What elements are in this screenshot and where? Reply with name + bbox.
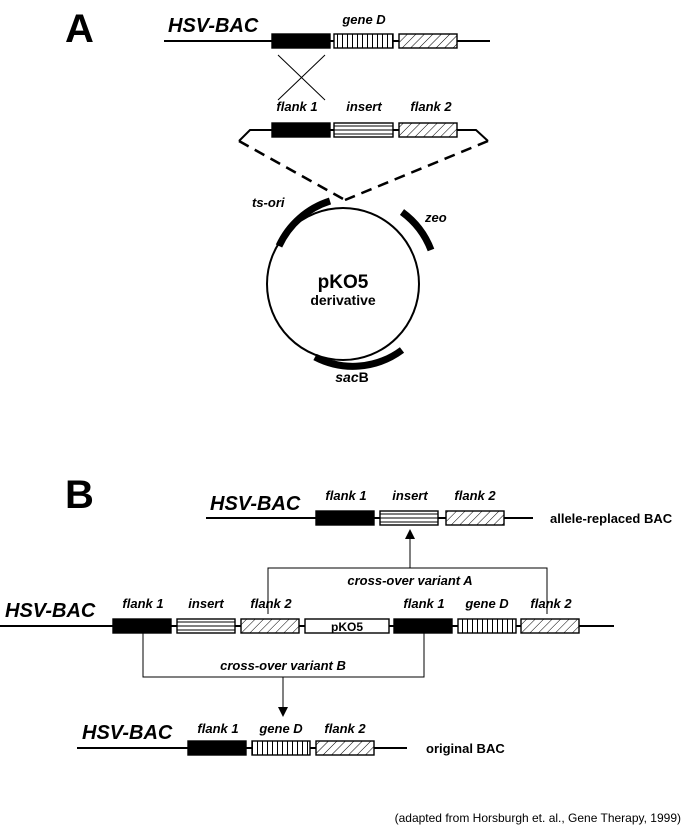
crossover-a-bracket	[267, 567, 548, 614]
original-bac-label: original BAC	[426, 741, 505, 756]
dashed-line-left	[238, 139, 346, 202]
gene-d-label-mid: gene D	[464, 596, 509, 611]
gene-d-box-bottom	[251, 740, 311, 756]
hsv-bac-label-top: HSV-BAC	[210, 493, 301, 515]
hsv-bac-label-a: HSV-BAC	[168, 15, 259, 37]
flank2-box-top	[445, 510, 505, 526]
panel-a: A HSV-BAC gene D flank 1 insert flank 2 …	[65, 7, 490, 385]
flank2-box-mid	[240, 618, 300, 634]
flank1-label-bottom: flank 1	[197, 721, 238, 736]
panel-a-label: A	[65, 7, 94, 51]
insert-label-a: insert	[346, 99, 382, 114]
flank1b-label-mid: flank 1	[403, 596, 444, 611]
citation-text: (adapted from Horsburgh et. al., Gene Th…	[395, 811, 681, 825]
sacb-arc	[313, 347, 405, 370]
plasmid-sub: derivative	[310, 292, 376, 308]
flank2-label-top: flank 2	[454, 488, 496, 503]
flank1-label-a: flank 1	[276, 99, 317, 114]
gene-d-label-a: gene D	[341, 12, 386, 27]
crossover-b-label: cross-over variant B	[220, 658, 346, 673]
flank2-label-a: flank 2	[410, 99, 452, 114]
panel-b-label: B	[65, 473, 94, 517]
insert-box-mid	[176, 618, 236, 634]
ts-ori-label: ts-ori	[252, 195, 285, 210]
panel-b: B HSV-BAC flank 1 insert flank 2 allele-…	[0, 473, 673, 756]
flank1-box-bottom	[187, 740, 247, 756]
flank1-box-construct	[271, 122, 331, 138]
flank2b-box-mid	[520, 618, 580, 634]
flank1b-box-mid	[393, 618, 453, 634]
insert-box-construct	[333, 122, 394, 138]
ts-ori-arc	[275, 197, 332, 248]
crossover-line-2	[277, 54, 326, 101]
hsv-bac-label-mid: HSV-BAC	[5, 600, 96, 622]
flank2-box-construct	[398, 122, 458, 138]
plasmid-circle	[266, 207, 420, 361]
flank1-box-a	[271, 33, 331, 49]
flank2-box-bottom	[315, 740, 375, 756]
flank1-label-mid: flank 1	[122, 596, 163, 611]
insert-box-top	[379, 510, 439, 526]
gene-d-box-mid	[457, 618, 517, 634]
hsv-bac-label-bottom: HSV-BAC	[82, 722, 173, 744]
allele-replaced-label: allele-replaced BAC	[550, 511, 673, 526]
zeo-arc	[399, 209, 435, 252]
crossover-a-label: cross-over variant A	[347, 573, 472, 588]
insert-label-mid: insert	[188, 596, 224, 611]
sacb-label: sacB	[335, 369, 368, 385]
gene-d-box-a	[333, 33, 394, 49]
sacb-plain: B	[359, 369, 369, 385]
flank2b-label-mid: flank 2	[530, 596, 572, 611]
sacb-italic: sac	[335, 369, 359, 385]
plasmid-name: pKO5	[318, 272, 369, 293]
flank1-box-mid	[112, 618, 172, 634]
flank1-label-top: flank 1	[325, 488, 366, 503]
flank2-label-bottom: flank 2	[324, 721, 366, 736]
flank2-box-a	[398, 33, 458, 49]
insert-label-top: insert	[392, 488, 428, 503]
flank2-label-mid: flank 2	[250, 596, 292, 611]
pko5-box-mid	[304, 618, 390, 634]
gene-d-label-bottom: gene D	[258, 721, 303, 736]
zeo-label: zeo	[424, 210, 447, 225]
pko5-label-mid: pKO5	[331, 620, 363, 634]
flank1-box-top	[315, 510, 375, 526]
dashed-line-right	[344, 139, 489, 202]
